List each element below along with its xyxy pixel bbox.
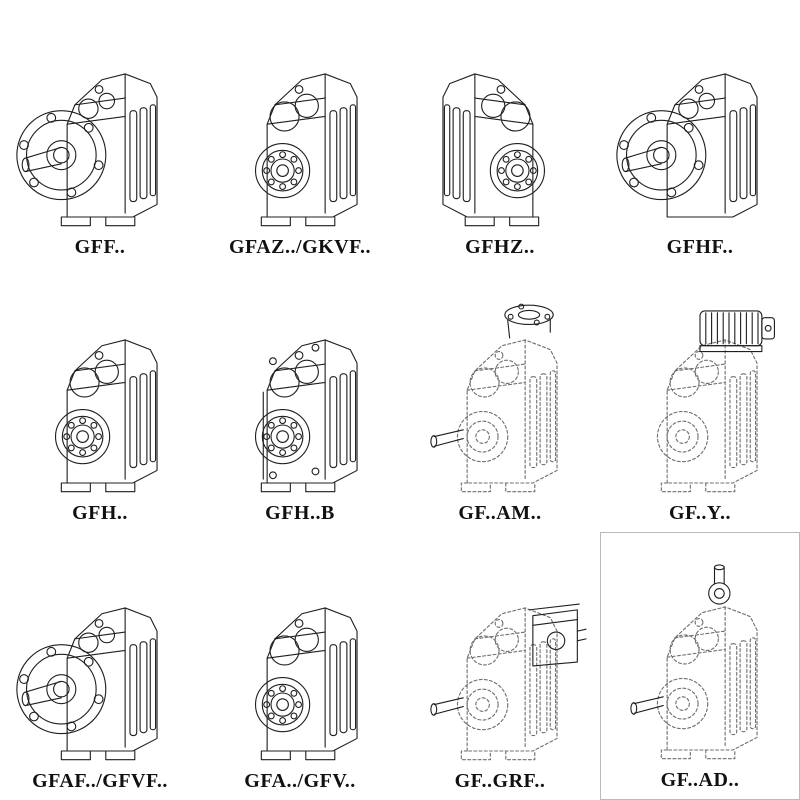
model-label: GFAF../GFVF.. [32, 770, 168, 792]
gearbox-drawing-icon [616, 73, 758, 218]
gearbox-drawing-icon [430, 603, 587, 761]
gearbox-drawing-icon [656, 310, 775, 493]
model-label: GF..AM.. [458, 502, 542, 524]
model-label: GFH..B [265, 502, 335, 524]
model-label: GF..Y.. [668, 502, 732, 524]
gearbox-drawing-icon [254, 339, 358, 493]
model-label: GF..AD.. [660, 769, 740, 791]
catalog-cell: GF..AD.. [600, 532, 800, 800]
catalog-cell: GFHF.. [600, 0, 800, 266]
catalog-cell: GFH.. [0, 266, 200, 532]
catalog-cell: GFAZ../GKVF.. [200, 0, 400, 266]
model-label: GFAZ../GKVF.. [228, 236, 372, 258]
gearbox-drawing-icon [430, 303, 558, 493]
catalog-cell: GFAF../GFVF.. [0, 532, 200, 800]
catalog-cell: GF..GRF.. [400, 532, 600, 800]
gearbox-drawing-icon [630, 564, 758, 760]
model-label: GFHF.. [666, 236, 734, 258]
model-label: GFF.. [74, 236, 126, 258]
model-label: GF..GRF.. [454, 770, 546, 792]
gearbox-drawing-icon [254, 73, 358, 227]
catalog-cell: GFHZ.. [400, 0, 600, 266]
model-label: GFHZ.. [465, 236, 535, 258]
gearbox-drawing-icon [16, 73, 158, 227]
catalog-cell: GF..Y.. [600, 266, 800, 532]
gearbox-drawing-icon [54, 339, 158, 493]
model-label: GFH.. [72, 502, 128, 524]
catalog-cell: GF..AM.. [400, 266, 600, 532]
catalog-cell: GFF.. [0, 0, 200, 266]
gearbox-drawing-icon [16, 607, 158, 761]
gearbox-drawing-icon [442, 73, 546, 227]
catalog-cell: GFH..B [200, 266, 400, 532]
model-label: GFA../GFV.. [244, 770, 356, 792]
catalog-cell: GFA../GFV.. [200, 532, 400, 800]
gearbox-drawing-icon [254, 607, 358, 761]
